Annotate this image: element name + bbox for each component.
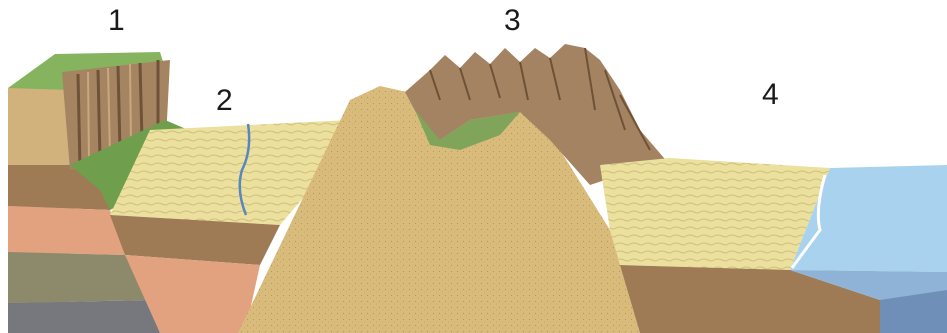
label-1: 1	[108, 6, 125, 36]
label-4: 4	[762, 80, 779, 110]
label-3: 3	[504, 6, 521, 36]
label-2: 2	[216, 86, 233, 116]
